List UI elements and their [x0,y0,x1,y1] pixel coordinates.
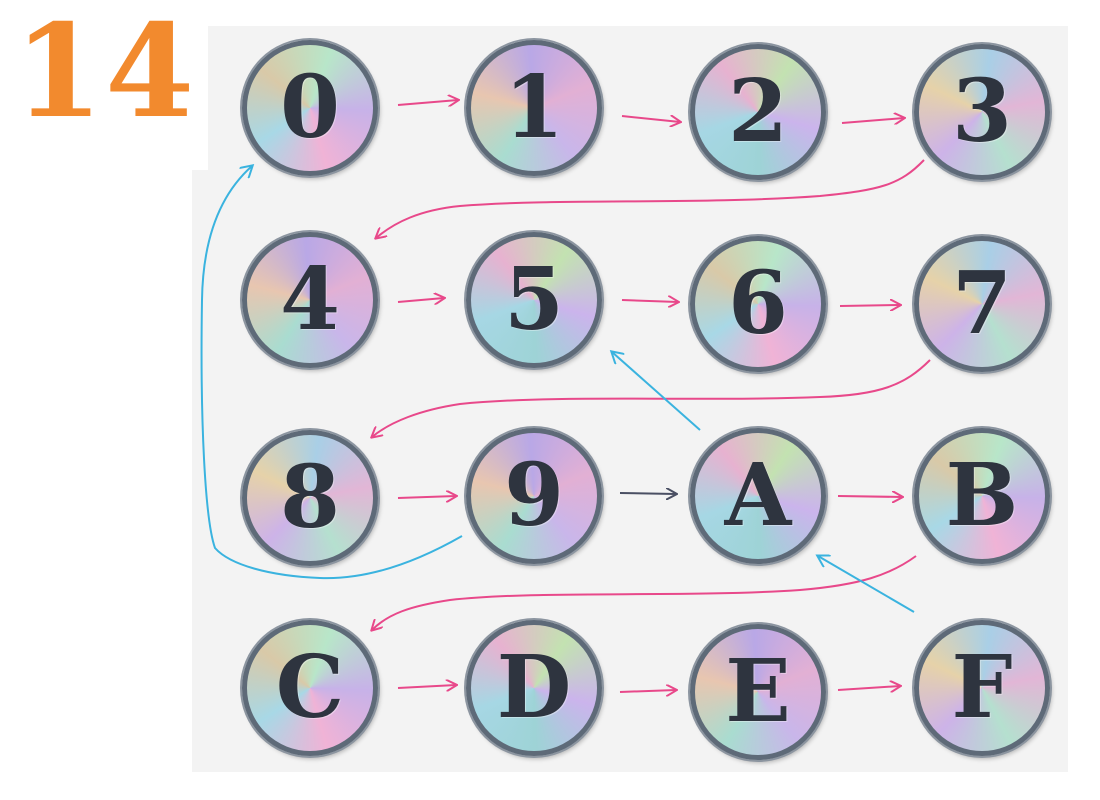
node-label: E [725,641,791,742]
arrow-A-to-5 [612,352,701,431]
arrow-2-to-3 [841,118,904,123]
arrow-E-to-F [837,686,900,690]
node-F: F [914,620,1050,756]
node-label: 7 [952,253,1012,354]
arrow-3-to-4 [376,159,925,238]
node-9: 9 [466,428,602,564]
node-1: 1 [466,40,602,176]
arrow-9-to-A [619,493,676,494]
node-label: 3 [952,61,1012,162]
node-4: 4 [242,232,378,368]
node-label: 6 [728,253,788,354]
node-label: C [275,637,345,738]
node-E: E [690,624,826,760]
node-6: 6 [690,236,826,372]
node-label: 8 [280,447,340,548]
arrow-9-to-0 [200,166,463,580]
node-B: B [914,428,1050,564]
node-label: 2 [728,61,788,162]
arrow-6-to-7 [839,305,900,306]
arrow-0-to-1 [397,100,458,105]
arrow-4-to-5 [397,298,444,302]
arrow-8-to-9 [397,496,456,498]
arrow-5-to-6 [621,300,678,302]
node-7: 7 [914,236,1050,372]
node-label: 9 [504,445,564,546]
arrow-A-to-B [837,496,902,497]
node-label: 5 [504,249,564,350]
node-label: A [724,445,792,546]
node-label: 4 [280,249,340,350]
node-label: B [945,445,1019,546]
node-8: 8 [242,430,378,566]
arrow-D-to-E [619,690,676,692]
node-C: C [242,620,378,756]
node-3: 3 [914,44,1050,180]
node-label: D [496,637,572,738]
node-2: 2 [690,44,826,180]
node-5: 5 [466,232,602,368]
page-number: 14 [14,0,197,147]
node-D: D [466,620,602,756]
node-label: F [951,637,1013,738]
arrow-1-to-2 [621,116,680,122]
arrow-F-to-A [818,556,915,613]
arrow-7-to-8 [372,359,931,437]
node-label: 0 [280,57,340,158]
node-A: A [690,428,826,564]
arrow-C-to-D [397,685,456,688]
arrow-B-to-C [372,555,917,630]
node-0: 0 [242,40,378,176]
node-label: 1 [504,57,564,158]
board-margin [192,0,208,170]
